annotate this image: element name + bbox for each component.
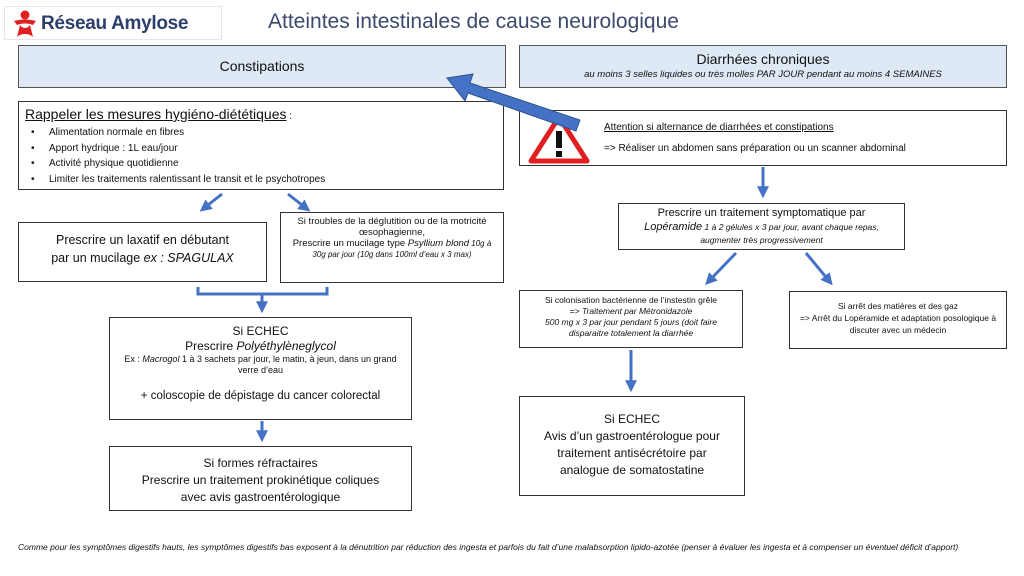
arret-line1: Si arrêt des matières et des gaz xyxy=(837,301,958,311)
arrow-to-colonisation xyxy=(705,251,738,286)
symptomatique-loperamide: Lopéramide xyxy=(644,221,703,233)
colonisation-box: Si colonisation bactérienne de l’instest… xyxy=(519,290,743,348)
deglutition-box: Si troubles de la déglutition ou de la m… xyxy=(280,212,504,283)
right-echec-line1: Si ECHEC xyxy=(603,412,660,426)
refractaires-line2: Prescrire un traitement prokinétique col… xyxy=(141,473,380,487)
symptomatique-box: Prescrire un traitement symptomatique pa… xyxy=(618,203,905,250)
arret-line2: => Arrêt du Lopéramide et adaptation pos… xyxy=(799,313,997,335)
refractaires-line1: Si formes réfractaires xyxy=(203,456,318,470)
logo: Réseau Amylose xyxy=(4,6,222,40)
list-item: Activité physique quotidienne xyxy=(25,156,497,172)
deglutition-dosage: 10g à 30g par jour (10g dans 100ml d’eau… xyxy=(312,239,492,259)
left-echec-line2: Prescrire xyxy=(185,339,237,353)
mesures-list: Alimentation normale en fibres Apport hy… xyxy=(25,125,497,187)
refractaires-line3: avec avis gastroentérologique xyxy=(180,490,341,504)
laxatif-box: Prescrire un laxatif en débutant par un … xyxy=(18,222,267,282)
right-echec-box: Si ECHEC Avis d’un gastroentérologue pou… xyxy=(519,396,745,496)
mesures-title-suffix: : xyxy=(286,111,293,122)
footer-note: Comme pour les symptômes digestifs hauts… xyxy=(18,542,959,552)
right-echec-line4: analogue de somatostatine xyxy=(559,463,705,477)
deglutition-line2: Prescrire un mucilage type xyxy=(292,238,408,249)
constipations-header-text: Constipations xyxy=(219,58,305,74)
arrow-to-laxatif xyxy=(199,192,223,212)
left-echec-line1: Si ECHEC xyxy=(232,324,289,338)
colonisation-line1: Si colonisation bactérienne de l’instest… xyxy=(545,295,717,305)
attention-box: Attention si alternance de diarrhées et … xyxy=(519,110,1007,166)
page-title: Atteintes intestinales de cause neurolog… xyxy=(268,10,679,33)
diarrhees-header-title: Diarrhées chroniques xyxy=(696,51,830,67)
attention-line1: Attention si alternance de diarrhées et … xyxy=(604,122,834,133)
deglutition-psyllium: Psyllium blond xyxy=(407,238,470,249)
left-echec-dosage: 1 à 3 sachets par jour, le matin, à jeun… xyxy=(179,354,397,375)
list-item: Alimentation normale en fibres xyxy=(25,125,497,141)
symptomatique-line1: Prescrire un traitement symptomatique pa… xyxy=(657,207,866,219)
constipations-header: Constipations xyxy=(18,45,506,88)
logo-text: Réseau Amylose xyxy=(41,13,189,34)
mesures-box: Rappeler les mesures hygiéno-diététiques… xyxy=(18,101,504,190)
merge-bracket xyxy=(196,287,329,296)
list-item: Limiter les traitements ralentissant le … xyxy=(25,172,497,188)
arrow-to-arret xyxy=(804,252,833,286)
arret-box: Si arrêt des matières et des gaz => Arrê… xyxy=(789,291,1007,349)
left-echec-line3: Ex : xyxy=(124,354,143,364)
list-item: Apport hydrique : 1L eau/jour xyxy=(25,141,497,157)
deglutition-line1: Si troubles de la déglutition ou de la m… xyxy=(297,216,487,238)
arrow-to-deglutition xyxy=(287,192,311,212)
laxatif-line1: Prescrire un laxatif en débutant xyxy=(55,233,230,247)
warning-triangle-icon xyxy=(528,114,590,164)
mesures-title: Rappeler les mesures hygiéno-diététiques xyxy=(25,106,287,122)
right-echec-line2: Avis d’un gastroentérologue pour xyxy=(544,429,720,443)
diarrhees-header-subtitle: au moins 3 selles liquides ou très molle… xyxy=(584,69,942,80)
person-ribbon-icon xyxy=(14,10,36,37)
right-echec-line3: traitement antisécrétoire par xyxy=(557,446,707,460)
left-echec-line4: + coloscopie de dépistage du cancer colo… xyxy=(140,390,381,402)
left-echec-macrogol: Macrogol xyxy=(142,354,180,364)
laxatif-example: ex : SPAGULAX xyxy=(143,251,234,265)
colonisation-line2: => Traitement par Métronidazole xyxy=(569,306,693,316)
symptomatique-dosage: 1 à 2 gélules x 3 par jour, avant chaque… xyxy=(700,222,879,245)
refractaires-box: Si formes réfractaires Prescrire un trai… xyxy=(109,446,412,511)
diarrhees-header: Diarrhées chroniques au moins 3 selles l… xyxy=(519,45,1007,88)
left-echec-peg: Polyéthylèneglycol xyxy=(236,339,336,353)
left-echec-box: Si ECHEC Prescrire Polyéthylèneglycol Ex… xyxy=(109,317,412,420)
colonisation-line3: 500 mg x 3 par jour pendant 5 jours (doi… xyxy=(545,317,717,338)
attention-line2: => Réaliser un abdomen sans préparation … xyxy=(604,143,906,154)
laxatif-line2: par un mucilage xyxy=(51,251,144,265)
